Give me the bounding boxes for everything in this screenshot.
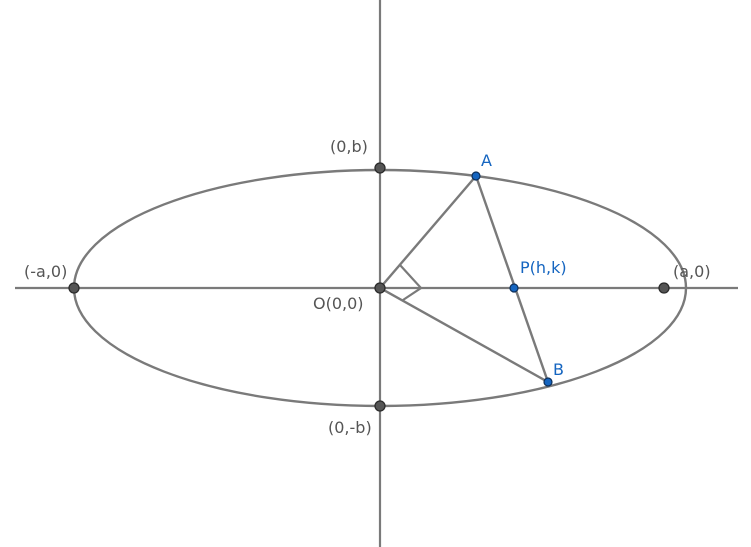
point-a[interactable] (471, 171, 481, 181)
label-point-b: B (553, 360, 564, 379)
label-origin: O(0,0) (313, 294, 364, 313)
point-b[interactable] (543, 377, 553, 387)
segment-oa (379, 175, 477, 289)
segment-ob (379, 286, 549, 384)
label-left-vertex: (-a,0) (24, 262, 67, 281)
label-point-p: P(h,k) (520, 258, 567, 277)
point-top-vertex[interactable] (374, 162, 386, 174)
label-point-a: A (481, 151, 492, 170)
label-top-vertex: (0,b) (330, 137, 368, 156)
point-origin[interactable] (374, 282, 386, 294)
point-right-vertex[interactable] (658, 282, 670, 294)
point-left-vertex[interactable] (68, 282, 80, 294)
label-right-vertex: (a,0) (673, 262, 711, 281)
label-bottom-vertex: (0,-b) (328, 418, 372, 437)
segment-ab (474, 175, 550, 383)
point-bottom-vertex[interactable] (374, 400, 386, 412)
right-angle-marker (399, 264, 423, 301)
point-p[interactable] (509, 283, 519, 293)
